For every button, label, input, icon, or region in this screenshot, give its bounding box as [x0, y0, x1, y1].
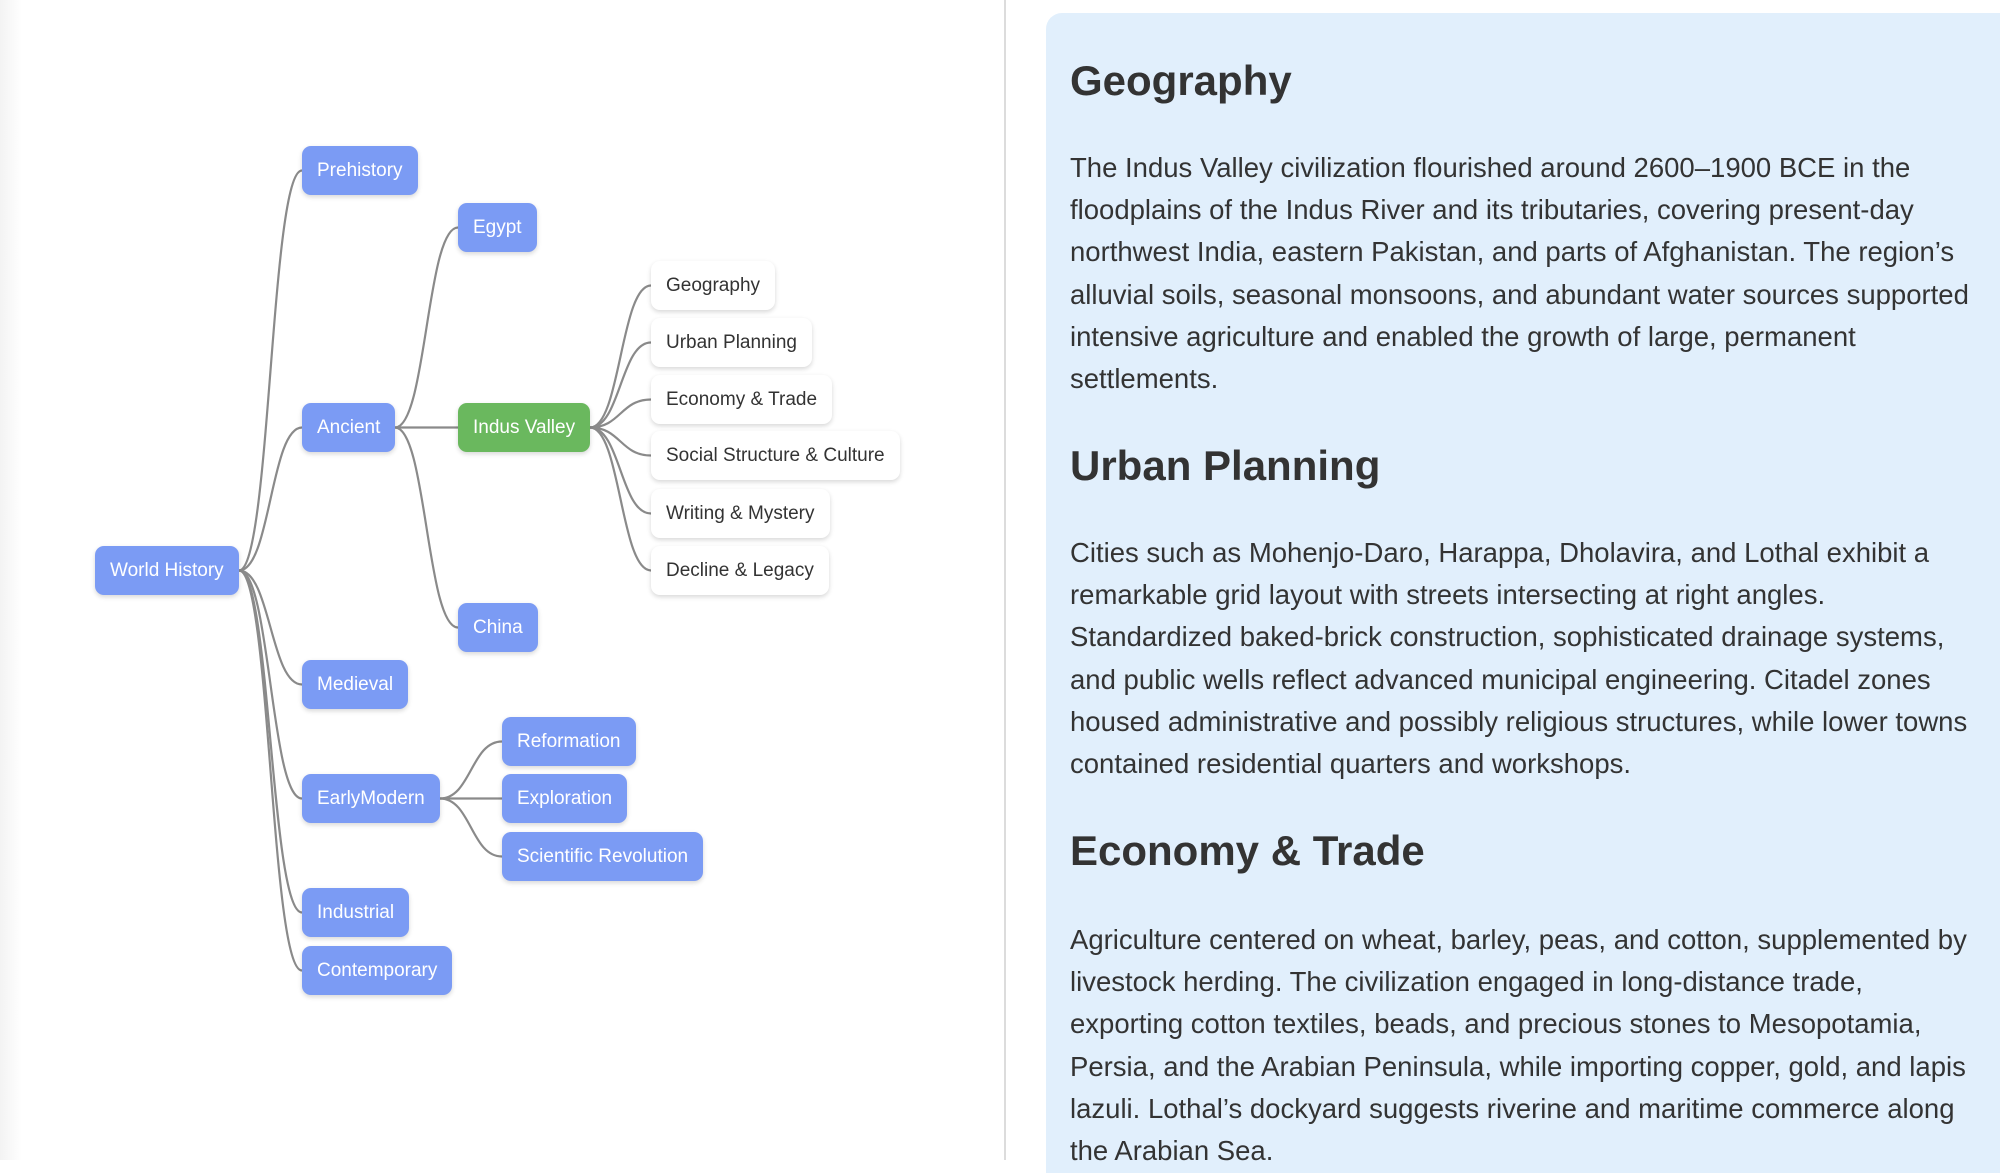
mindmap-canvas[interactable]: World History Prehistory Ancient Medieva…: [0, 0, 1004, 1160]
edge-ancient-china: [394, 426, 459, 629]
node-industrial[interactable]: Industrial: [302, 888, 410, 937]
node-prehistory[interactable]: Prehistory: [302, 146, 418, 195]
edge-indus-valley-economy-trade: [589, 398, 652, 429]
edge-world-history-contemporary: [238, 569, 303, 972]
section-heading-economy-trade: Economy & Trade: [1070, 827, 1425, 874]
edge-world-history-prehistory: [238, 169, 303, 572]
node-economy-trade[interactable]: Economy & Trade: [651, 375, 833, 424]
section-heading-geography: Geography: [1070, 57, 1292, 104]
node-exploration[interactable]: Exploration: [502, 774, 628, 823]
node-medieval[interactable]: Medieval: [302, 660, 409, 709]
node-writing-mystery[interactable]: Writing & Mystery: [651, 489, 830, 538]
edge-earlymodern-scientific-revolution: [439, 797, 503, 858]
node-ancient[interactable]: Ancient: [302, 403, 396, 452]
edge-ancient-egypt: [394, 226, 459, 429]
node-scientific-revolution[interactable]: Scientific Revolution: [502, 832, 704, 881]
section-body-geography: The Indus Valley civilization flourished…: [1070, 152, 1969, 395]
edge-indus-valley-decline-legacy: [589, 426, 652, 572]
node-contemporary[interactable]: Contemporary: [302, 946, 453, 995]
edge-indus-valley-social-structure: [589, 426, 652, 457]
edge-world-history-medieval: [238, 569, 303, 686]
node-social-structure[interactable]: Social Structure & Culture: [651, 431, 900, 480]
section-body-urban-planning: Cities such as Mohenjo-Daro, Harappa, Dh…: [1070, 537, 1968, 780]
pane-divider[interactable]: [1004, 0, 1006, 1160]
node-indus-valley[interactable]: Indus Valley: [458, 403, 591, 452]
node-geography[interactable]: Geography: [651, 261, 776, 310]
notes-panel: Geography The Indus Valley civilization …: [1046, 13, 2000, 1173]
edge-world-history-earlymodern: [238, 569, 303, 800]
section-heading-urban-planning: Urban Planning: [1070, 442, 1381, 489]
node-earlymodern[interactable]: EarlyModern: [302, 774, 440, 823]
edge-earlymodern-reformation: [439, 740, 503, 800]
edge-world-history-industrial: [238, 569, 303, 914]
edge-indus-valley-writing-mystery: [589, 426, 652, 515]
node-world-history[interactable]: World History: [95, 546, 239, 595]
node-egypt[interactable]: Egypt: [458, 203, 537, 252]
edge-world-history-ancient: [238, 426, 303, 572]
section-body-economy-trade: Agriculture centered on wheat, barley, p…: [1070, 924, 1967, 1167]
edge-indus-valley-urban-planning: [589, 341, 652, 429]
node-china[interactable]: China: [458, 603, 538, 652]
edge-indus-valley-geography: [589, 284, 652, 429]
node-reformation[interactable]: Reformation: [502, 717, 636, 766]
node-urban-planning[interactable]: Urban Planning: [651, 318, 812, 367]
node-decline-legacy[interactable]: Decline & Legacy: [651, 546, 829, 595]
